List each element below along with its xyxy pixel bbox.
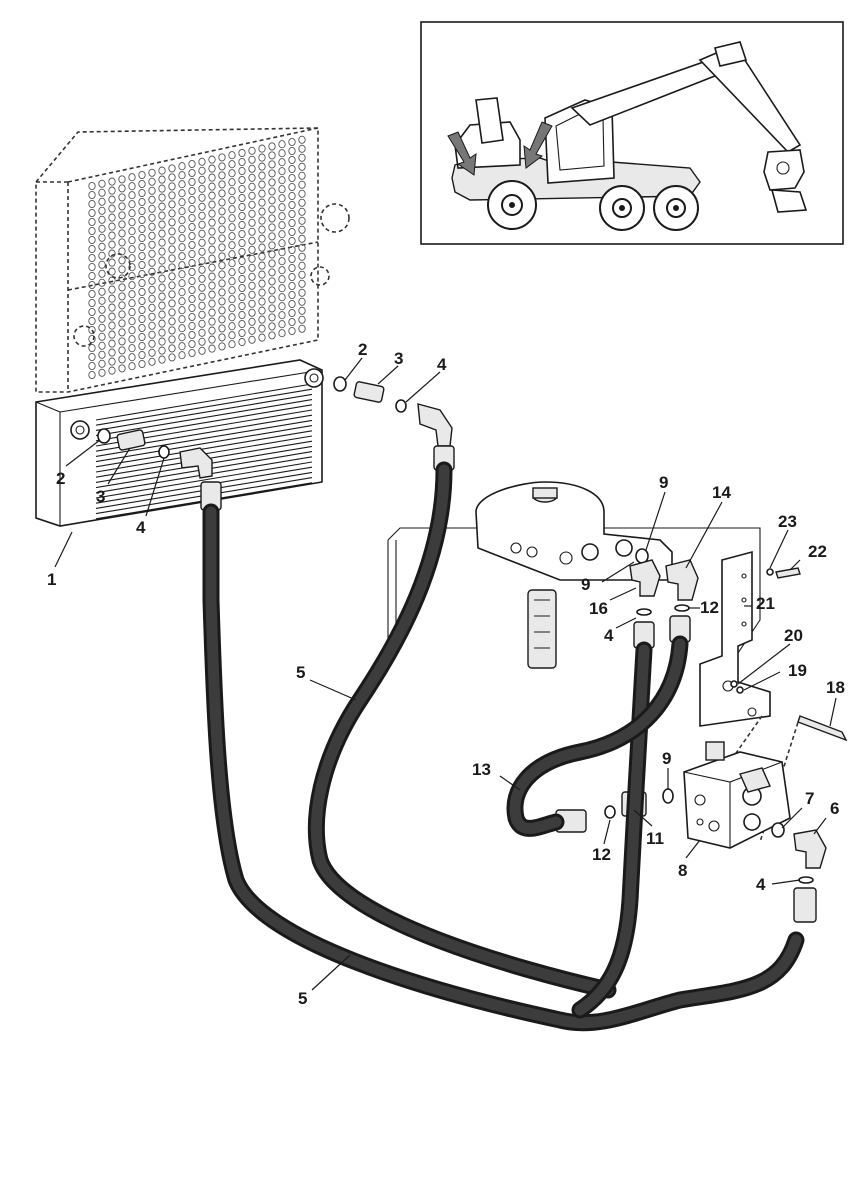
- oil-cooler: [35, 359, 324, 527]
- callout-part-9: 9: [659, 473, 668, 492]
- engine-radiator-ghost: [35, 127, 350, 393]
- wheel-icon: [487, 180, 537, 230]
- cooler-fittings-left: [97, 428, 222, 511]
- valve-block: [683, 741, 791, 849]
- mounting-bracket: [699, 550, 848, 843]
- callout-part-4: 4: [136, 518, 146, 537]
- callout-part-7: 7: [805, 789, 814, 808]
- leader-lines: [54, 357, 837, 991]
- callout-labels: 1 2 3 4 2 3 4 5 5 9 14 9 16 12 4 23 22 2…: [47, 340, 845, 1008]
- callout-part-5: 5: [296, 663, 305, 682]
- callout-part-18: 18: [826, 678, 845, 697]
- callout-part-11: 11: [646, 829, 664, 848]
- callout-part-8: 8: [678, 861, 687, 880]
- callout-part-20: 20: [784, 626, 803, 645]
- callout-part-21: 21: [756, 594, 775, 613]
- hydraulic-tank: [387, 481, 761, 681]
- machine-overview-inset: [420, 21, 844, 245]
- location-arrow-icon: [523, 121, 553, 169]
- callout-part-3: 3: [394, 349, 403, 368]
- callout-part-9: 9: [581, 575, 590, 594]
- wheel-icon: [653, 185, 699, 231]
- callout-part-12: 12: [700, 598, 719, 617]
- callout-part-22: 22: [808, 542, 827, 561]
- callout-part-19: 19: [788, 661, 807, 680]
- hose-13: [506, 635, 689, 837]
- callout-part-9: 9: [662, 749, 671, 768]
- callout-part-23: 23: [778, 512, 797, 531]
- wheel-icon: [599, 185, 645, 231]
- hose-5-lower: [202, 503, 805, 1032]
- callout-part-4: 4: [437, 355, 447, 374]
- location-arrow-icon: [447, 131, 477, 176]
- callout-part-14: 14: [712, 483, 731, 502]
- callout-part-13: 13: [472, 760, 491, 779]
- callout-part-2: 2: [56, 469, 65, 488]
- callout-part-5: 5: [298, 989, 307, 1008]
- callout-part-4: 4: [756, 875, 766, 894]
- callout-part-1: 1: [47, 570, 56, 589]
- callout-part-6: 6: [830, 799, 839, 818]
- cooler-fittings-right: [333, 376, 455, 471]
- callout-part-12: 12: [592, 845, 611, 864]
- callout-part-2: 2: [358, 340, 367, 359]
- hose-4-suction: [571, 641, 653, 1019]
- callout-part-16: 16: [589, 599, 608, 618]
- callout-part-3: 3: [96, 487, 105, 506]
- hose-5-upper: [307, 461, 617, 999]
- callout-part-4: 4: [604, 626, 614, 645]
